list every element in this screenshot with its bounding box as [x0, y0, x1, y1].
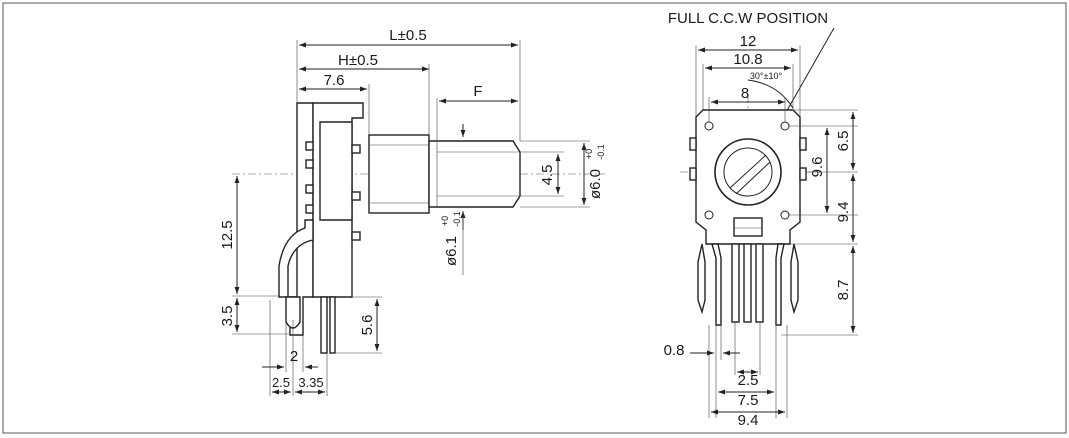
- dim-2-5: 2.5: [272, 375, 290, 390]
- dim-9-6: 9.6: [809, 157, 826, 178]
- dim-12: 12: [740, 33, 757, 50]
- front-view: FULL C.C.W POSITION: [664, 10, 858, 429]
- dim-2-5-front: 2.5: [738, 372, 759, 389]
- dim-shaft-tol-lower: -0.1: [596, 144, 606, 160]
- side-view: L±0.5 H±0.5 7.6 F 4.5 ø6.0 +0 -0.1 ø6.1 …: [219, 27, 606, 396]
- dim-shaft-diameter: ø6.0: [587, 169, 604, 199]
- dim-angle: 30°±10°: [750, 71, 783, 81]
- dim-9-4-bottom: 9.4: [738, 412, 759, 429]
- dim-L: L±0.5: [389, 27, 426, 44]
- dim-shaft-tol-upper: +0: [584, 149, 594, 159]
- dim-7-6: 7.6: [324, 72, 345, 89]
- dim-8-7: 8.7: [835, 280, 852, 301]
- dim-H: H±0.5: [338, 52, 378, 69]
- dim-2: 2: [290, 348, 298, 365]
- front-view-title: FULL C.C.W POSITION: [668, 10, 828, 27]
- dim-0-8: 0.8: [664, 342, 685, 359]
- dim-5-6: 5.6: [359, 315, 376, 336]
- dim-F: F: [473, 83, 482, 100]
- dim-9-4-right: 9.4: [835, 202, 852, 223]
- dim-10-8: 10.8: [733, 51, 762, 68]
- dim-4-5: 4.5: [539, 165, 556, 186]
- dim-3-5: 3.5: [219, 306, 236, 327]
- dim-bush-diameter: ø6.1: [443, 236, 460, 266]
- dim-12-5: 12.5: [219, 220, 236, 249]
- dim-8: 8: [741, 85, 749, 102]
- dim-3-35: 3.35: [298, 375, 323, 390]
- dim-7-5: 7.5: [738, 392, 759, 409]
- dim-6-5: 6.5: [835, 131, 852, 152]
- dim-bush-tol-upper: +0: [440, 216, 450, 226]
- dim-bush-tol-lower: -0.1: [452, 211, 462, 227]
